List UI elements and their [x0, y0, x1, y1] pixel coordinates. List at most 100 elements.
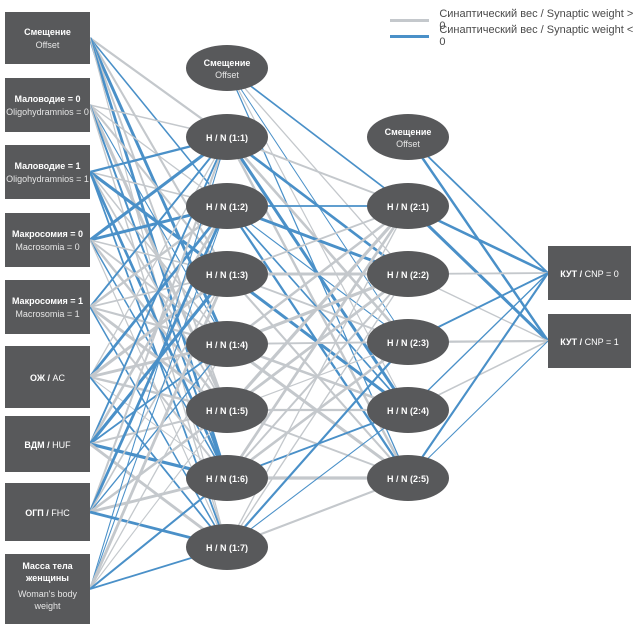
input-node: ОЖ / AC	[5, 346, 90, 408]
hidden2-node-shape	[367, 251, 449, 297]
hidden1-node-shape	[186, 45, 268, 91]
hidden1-node-shape	[186, 183, 268, 229]
output-node-label: КУТ / CNP = 1	[560, 337, 618, 347]
hidden1-node-label: H / N (1:5)	[206, 406, 248, 416]
edge-input-hidden1	[89, 136, 228, 378]
edge-hidden1-hidden2	[226, 341, 409, 548]
input-node-label: Макросомия = 1	[12, 296, 83, 306]
output-node-box	[548, 314, 631, 368]
input-node-box	[5, 78, 90, 132]
hidden2-node-shape	[367, 455, 449, 501]
hidden2-node: H / N (2:4)	[367, 387, 449, 433]
input-node-sublabel: Oligohydramnios = 0	[6, 107, 89, 117]
hidden2-node-shape	[367, 183, 449, 229]
input-node-sublabel: Oligohydramnios = 1	[6, 174, 89, 184]
edge-hidden2-output	[407, 272, 549, 479]
edge-hidden1-hidden2	[226, 67, 409, 207]
legend-positive: Синаптический вес / Synaptic weight > 0	[390, 8, 639, 32]
input-node-box	[5, 12, 90, 64]
hidden2-node: H / N (2:1)	[367, 183, 449, 229]
input-node-label: Масса тела	[22, 561, 73, 571]
hidden1-node: H / N (1:3)	[186, 251, 268, 297]
edge-input-hidden1	[89, 409, 228, 590]
input-node-label: ОЖ / AC	[30, 373, 66, 383]
input-node-sublabel: Offset	[36, 40, 60, 50]
hidden1-node-shape	[186, 114, 268, 160]
hidden1-node: H / N (1:7)	[186, 524, 268, 570]
edge-input-hidden1	[89, 136, 228, 308]
input-node-label: Маловодие = 0	[14, 94, 80, 104]
hidden2-node-shape	[367, 319, 449, 365]
hidden1-node-label: H / N (1:1)	[206, 133, 248, 143]
hidden1-node: H / N (1:5)	[186, 387, 268, 433]
legend-positive-label: Синаптический вес / Synaptic weight > 0	[439, 8, 634, 32]
hidden1-node: H / N (1:4)	[186, 321, 268, 367]
hidden1-node-label: Смещение	[204, 58, 251, 68]
hidden1-node-shape	[186, 524, 268, 570]
output-node-box	[548, 246, 631, 300]
hidden1-node-label: H / N (1:2)	[206, 202, 248, 212]
output-node-label: КУТ / CNP = 0	[560, 269, 618, 279]
hidden2-node-shape	[367, 114, 449, 160]
input-node: ОГП / FHC	[5, 483, 90, 541]
hidden1-node-shape	[186, 455, 268, 501]
hidden1-node-shape	[186, 387, 268, 433]
input-node-sublabel: Macrosomia = 1	[15, 309, 79, 319]
hidden2-node-label: H / N (2:4)	[387, 406, 429, 416]
hidden2-node: H / N (2:3)	[367, 319, 449, 365]
legend-negative: Синаптический вес / Synaptic weight < 0	[390, 24, 639, 48]
input-node-sublabel: weight	[33, 601, 61, 611]
hidden1-node-label: H / N (1:7)	[206, 543, 248, 553]
input-node-label: Макросомия = 0	[12, 229, 83, 239]
hidden2-node: H / N (2:2)	[367, 251, 449, 297]
input-node-box	[5, 483, 90, 541]
input-node: Маловодие = 0 Oligohydramnios = 0	[5, 78, 90, 132]
input-node-label: ОГП / FHC	[25, 508, 70, 518]
hidden2-node: H / N (2:5)	[367, 455, 449, 501]
hidden1-node: H / N (1:1)	[186, 114, 268, 160]
input-node: ВДМ / HUF	[5, 416, 90, 472]
input-node-box	[5, 145, 90, 199]
input-node-label: Смещение	[24, 27, 71, 37]
input-node-sublabel: Woman's body	[18, 589, 78, 599]
hidden1-node-shape	[186, 251, 268, 297]
edge-input-hidden1	[89, 273, 228, 513]
input-node-box	[5, 346, 90, 408]
input-node: Макросомия = 0 Macrosomia = 0	[5, 213, 90, 267]
legend-negative-swatch	[390, 34, 430, 38]
edge-input-hidden1	[89, 343, 228, 590]
hidden1-node: H / N (1:6)	[186, 455, 268, 501]
input-node-box	[5, 554, 90, 624]
input-node-box	[5, 416, 90, 472]
legend-positive-swatch	[390, 18, 430, 22]
edge-hidden1-hidden2	[226, 409, 409, 548]
output-node: КУТ / CNP = 0	[548, 246, 631, 300]
hidden1-node-shape	[186, 321, 268, 367]
input-node-sublabel: Macrosomia = 0	[15, 242, 79, 252]
output-node: КУТ / CNP = 1	[548, 314, 631, 368]
hidden1-node-label: H / N (1:3)	[206, 270, 248, 280]
hidden1-node-label: H / N (1:4)	[206, 340, 248, 350]
hidden1-node-label: H / N (1:6)	[206, 474, 248, 484]
hidden2-node-sublabel: Offset	[396, 139, 420, 149]
edge-hidden2-output	[407, 136, 549, 274]
edge-hidden1-hidden2	[226, 273, 409, 548]
hidden2-node-shape	[367, 387, 449, 433]
legend-negative-label: Синаптический вес / Synaptic weight < 0	[439, 24, 634, 48]
input-node-label: ВДМ / HUF	[24, 440, 71, 450]
hidden1-node: H / N (1:2)	[186, 183, 268, 229]
edge-hidden1-hidden2	[226, 205, 409, 345]
edge-hidden1-hidden2	[225, 205, 410, 479]
legend: Синаптический вес / Synaptic weight > 0 …	[390, 8, 639, 48]
hidden1-node-sublabel: Offset	[215, 70, 239, 80]
edge-hidden2-output	[407, 272, 549, 411]
hidden2-node-label: Смещение	[385, 127, 432, 137]
input-node-box	[5, 280, 90, 334]
hidden2-node-label: H / N (2:5)	[387, 474, 429, 484]
